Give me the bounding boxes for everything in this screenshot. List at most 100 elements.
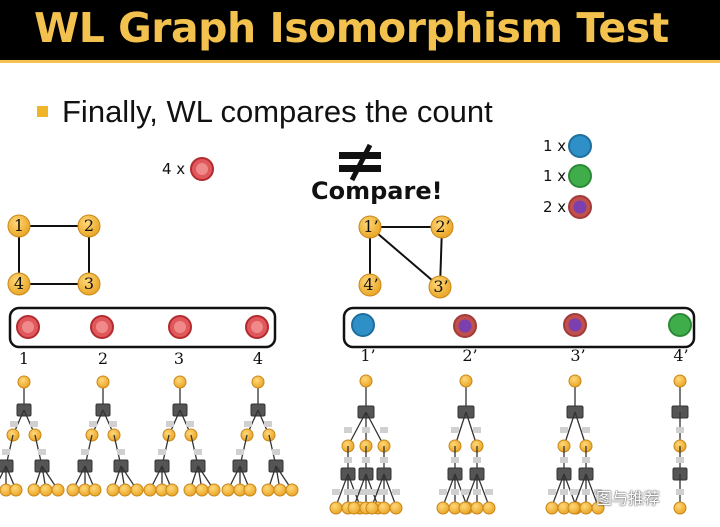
tree-node	[459, 374, 473, 388]
tree-node	[96, 375, 110, 389]
left-tree-label: 2	[97, 349, 109, 368]
tree-node	[51, 483, 65, 497]
right-node-label: 3’	[433, 277, 449, 296]
message-pad	[272, 449, 280, 455]
left-color-circle	[90, 315, 114, 339]
message-pad	[81, 449, 89, 455]
tree-node	[66, 483, 80, 497]
message-pad	[362, 427, 370, 433]
tree-edge	[0, 465, 7, 480]
message-pad	[473, 489, 481, 495]
tree-node	[545, 501, 559, 515]
tree-node	[673, 501, 687, 515]
left-color-circle	[245, 315, 269, 339]
message-pad	[582, 427, 590, 433]
message-pad	[473, 427, 481, 433]
left-color-bar	[8, 306, 277, 349]
tree-edge	[464, 473, 478, 507]
message-pad	[332, 489, 340, 495]
tree-node	[673, 374, 687, 388]
left-count-label: 4 x	[162, 160, 186, 178]
tree-edge	[353, 473, 367, 507]
message-pad	[374, 489, 382, 495]
message-pad	[451, 427, 459, 433]
right-count-blue-icon	[568, 134, 592, 158]
right-node-label: 4’	[363, 275, 379, 294]
computation-trees	[0, 374, 689, 515]
right-tree-label: 2’	[462, 346, 478, 365]
tree-node	[130, 483, 144, 497]
left-tree-label: 3	[173, 349, 185, 368]
message-pad	[350, 489, 358, 495]
tree-node	[329, 501, 343, 515]
right-count-label-green: 1 x	[543, 167, 567, 185]
graph-node	[77, 214, 101, 238]
graph-node	[358, 273, 382, 297]
message-pad	[380, 457, 388, 463]
message-pad	[560, 489, 568, 495]
graph-node	[77, 272, 101, 296]
left-count-color-icon	[190, 157, 214, 181]
message-pad	[158, 449, 166, 455]
bullet-marker	[37, 106, 48, 117]
tree-node	[165, 483, 179, 497]
message-pad	[356, 489, 364, 495]
message-pad	[439, 489, 447, 495]
right-count-label-blue: 1 x	[543, 137, 567, 155]
title-bar	[0, 0, 720, 60]
message-pad	[548, 489, 556, 495]
message-pad	[676, 489, 684, 495]
message-pad	[362, 457, 370, 463]
message-pad	[594, 489, 602, 495]
tree-node	[88, 483, 102, 497]
tree-node	[173, 375, 187, 389]
tree-node	[347, 501, 361, 515]
tree-node	[470, 501, 484, 515]
tree-node	[567, 501, 581, 515]
message-pad	[368, 489, 376, 495]
tree-node	[251, 375, 265, 389]
message-pad	[236, 449, 244, 455]
tree-node	[458, 501, 472, 515]
tree-edge	[442, 473, 456, 507]
message-pad	[344, 489, 352, 495]
right-color-circle	[351, 313, 375, 337]
graph-node	[358, 215, 382, 239]
message-pad	[582, 457, 590, 463]
message-pad	[392, 489, 400, 495]
tree-node	[365, 501, 379, 515]
tree-edge	[573, 473, 587, 507]
tree-edge	[551, 473, 565, 507]
right-color-circle	[668, 313, 692, 337]
left-graph	[7, 214, 101, 296]
message-pad	[380, 427, 388, 433]
tree-node	[39, 483, 53, 497]
left-color-circle	[168, 315, 192, 339]
right-node-label: 2’	[435, 217, 451, 236]
tree-node	[9, 483, 23, 497]
tree-node	[261, 483, 275, 497]
message-pad	[2, 449, 10, 455]
message-pad	[582, 489, 590, 495]
tree-node	[221, 483, 235, 497]
graph-node	[428, 275, 452, 299]
message-pad	[451, 457, 459, 463]
right-count-purple-icon	[568, 195, 592, 219]
left-tree-label: 1	[18, 349, 30, 368]
tree-edge	[476, 473, 490, 507]
message-pad	[344, 427, 352, 433]
tree-edge	[585, 473, 599, 507]
tree-edge	[335, 473, 349, 507]
right-graph	[358, 215, 454, 299]
tree-node	[118, 483, 132, 497]
right-color-circle	[563, 313, 587, 337]
graph-node	[430, 215, 454, 239]
tree-node	[482, 501, 496, 515]
message-pad	[89, 421, 97, 427]
tree-node	[436, 501, 450, 515]
slide-title: WL Graph Isomorphism Test	[34, 4, 669, 52]
tree-node	[591, 501, 605, 515]
message-pad	[10, 421, 18, 427]
right-tree-label: 3’	[570, 346, 586, 365]
